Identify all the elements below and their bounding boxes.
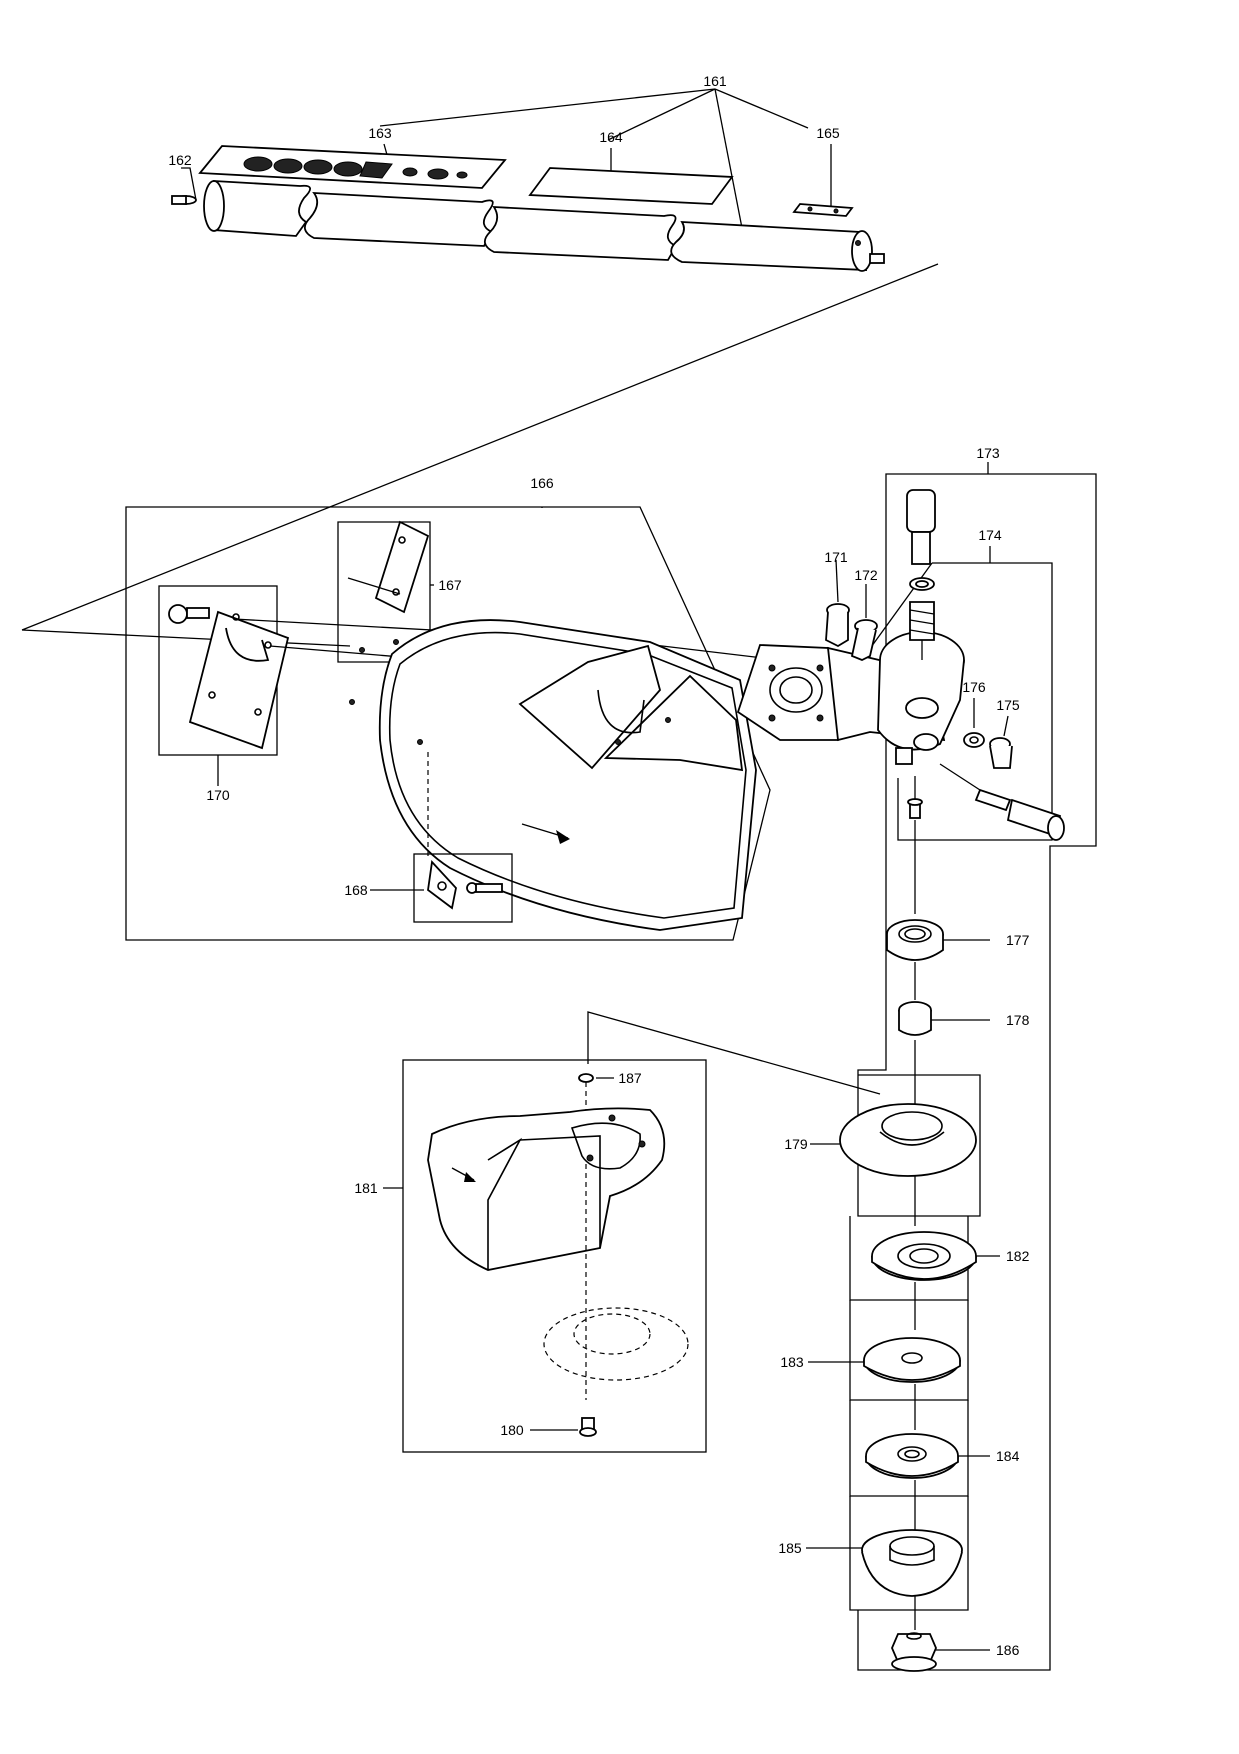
holder-182 (871, 1231, 977, 1281)
label-175: 175 (996, 697, 1020, 713)
clamp-165 (792, 203, 854, 217)
label-186: 186 (996, 1642, 1020, 1658)
label-179: 179 (784, 1136, 808, 1152)
washer-183 (863, 1337, 961, 1383)
label-178: 178 (1006, 1012, 1030, 1028)
label-170: 170 (206, 787, 230, 803)
small-screw (907, 798, 923, 819)
label-187: 187 (618, 1070, 642, 1086)
label-177: 177 (1006, 932, 1030, 948)
shaft-tube (171, 180, 885, 272)
label-176: 176 (962, 679, 986, 695)
plug-175 (989, 715, 1013, 769)
label-185: 185 (778, 1540, 802, 1556)
screw-172 (850, 584, 878, 661)
decal-163 (198, 145, 507, 189)
gear-head-assembly (736, 462, 1097, 1671)
label-184: 184 (996, 1448, 1020, 1464)
cup-185 (861, 1529, 963, 1597)
box-181 (402, 1059, 707, 1453)
box-168 (413, 853, 513, 923)
bracket-plate-170 (168, 604, 290, 750)
label-168: 168 (344, 882, 368, 898)
bearing-177 (886, 919, 944, 961)
plate-168 (427, 859, 503, 910)
guide-lines (21, 263, 939, 647)
nut-186 (891, 1632, 937, 1672)
label-183: 183 (780, 1354, 804, 1370)
washer-187 (578, 1073, 594, 1083)
guard-166 (378, 619, 757, 931)
label-172: 172 (854, 567, 878, 583)
guard-assembly (125, 506, 781, 941)
guard-181 (427, 1107, 666, 1271)
label-173: 173 (976, 445, 1000, 461)
label-163: 163 (368, 125, 392, 141)
label-181: 181 (354, 1180, 378, 1196)
blade-stack (587, 919, 1000, 1672)
cover-179 (839, 1103, 977, 1177)
decal-164 (528, 167, 734, 205)
gear-case (877, 631, 965, 765)
label-182: 182 (1006, 1248, 1030, 1264)
lock-pin (939, 763, 1065, 841)
label-164: 164 (599, 129, 623, 145)
screw-180 (579, 1417, 597, 1437)
label-167: 167 (438, 577, 462, 593)
label-171: 171 (824, 549, 848, 565)
callout-labels: 161 162 163 164 165 166 167 168 170 171 … (168, 73, 1029, 1658)
collar-184 (865, 1433, 959, 1479)
spacer-178 (898, 1001, 932, 1036)
label-166: 166 (530, 475, 554, 491)
label-161: 161 (703, 73, 727, 89)
washer-176 (963, 732, 985, 748)
shaft-assembly (171, 88, 885, 272)
small-guard-assembly (383, 1059, 707, 1453)
label-180: 180 (500, 1422, 524, 1438)
label-174: 174 (978, 527, 1002, 543)
plate-167 (347, 520, 430, 715)
spindle-lock-parts (906, 489, 936, 660)
label-162: 162 (168, 152, 192, 168)
label-165: 165 (816, 125, 840, 141)
screw-171 (825, 559, 850, 648)
